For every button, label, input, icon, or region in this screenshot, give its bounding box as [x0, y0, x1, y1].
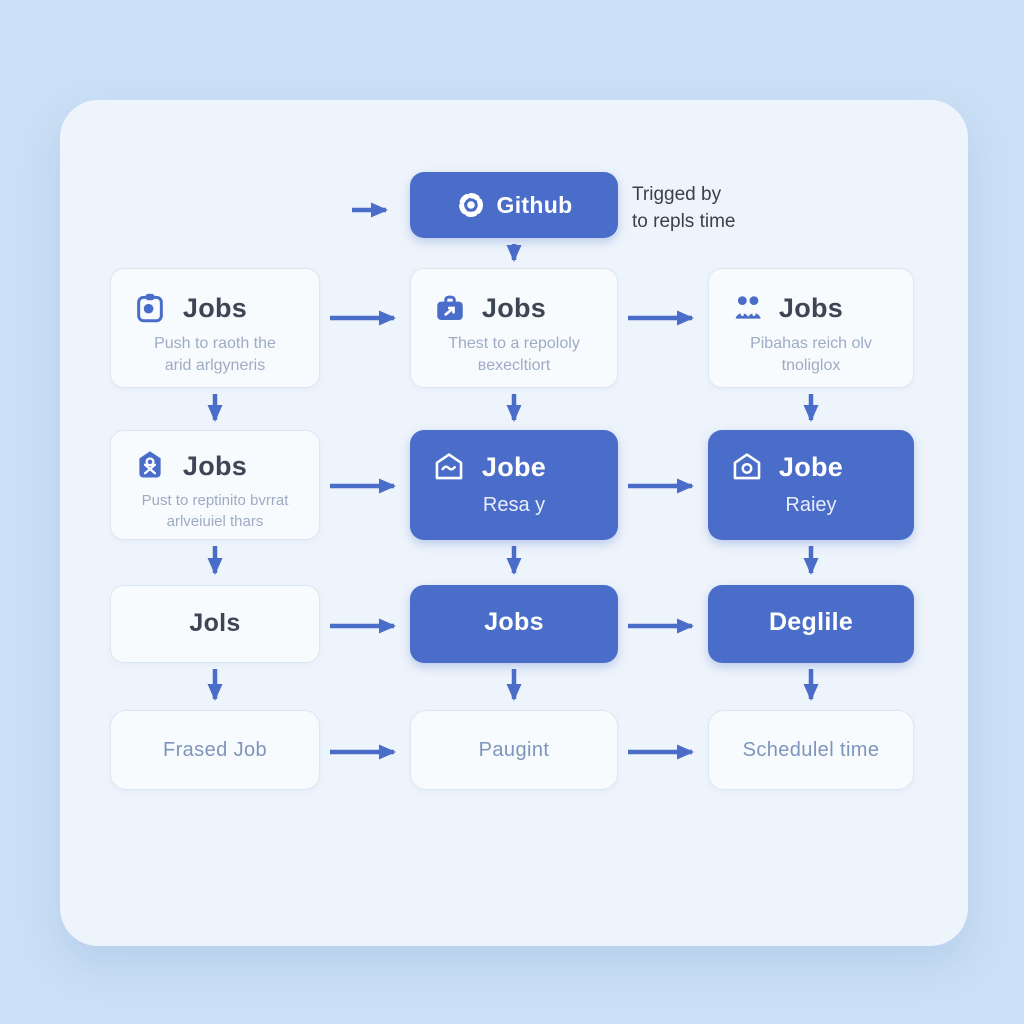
home-circle-icon: [730, 450, 764, 484]
clipboard-icon: [133, 291, 167, 325]
node-jobs-5: Jobs: [410, 585, 618, 663]
node-jobe-1: Jobe Resa y: [410, 430, 618, 540]
node-title: Jols: [189, 609, 241, 637]
node-jols: Jols: [110, 585, 320, 663]
node-jobs-4: Jobs Pust to reptinito bvrrat arlveiuiel…: [110, 430, 320, 540]
node-title: Jobs: [778, 293, 844, 323]
node-subtitle: Push to raoth the arid arlgyneris: [154, 335, 276, 375]
node-frased-job: Frased Job: [110, 710, 320, 790]
node-deglile: Deglile: [708, 585, 914, 663]
briefcase-icon: [433, 291, 467, 325]
github-node-label: Github: [496, 191, 573, 218]
node-label: Frased Job: [162, 738, 268, 761]
node-title: Jobe: [778, 452, 844, 482]
trigger-annotation: Trigged by to repls time: [632, 184, 736, 232]
node-github: Github: [410, 172, 618, 238]
node-title: Jobs: [484, 608, 544, 636]
node-paugint: Paugint: [410, 710, 618, 790]
node-subtitle: Thest to a repololy ʙexecltiort: [448, 335, 580, 375]
person-badge-icon: [133, 447, 167, 481]
node-subtitle: Raiey: [785, 494, 837, 516]
node-schedulel-time: Schedulel time: [708, 710, 914, 790]
node-title: Jobs: [182, 293, 248, 323]
node-title: Jobs: [182, 451, 248, 481]
node-jobs-1: Jobs Push to raoth the arid arlgyneris: [110, 268, 320, 388]
node-label: Schedulel time: [742, 738, 880, 761]
node-title: Jobs: [481, 293, 547, 323]
node-label: Paugint: [478, 738, 550, 761]
home-scribble-icon: [432, 450, 466, 484]
node-jobs-2: Jobs Thest to a repololy ʙexecltiort: [410, 268, 618, 388]
node-jobs-3: Jobs Pibahas reich olv tnoliglox: [708, 268, 914, 388]
node-title: Deglile: [768, 608, 854, 636]
github-gear-icon: [456, 190, 486, 220]
node-subtitle: Pust to reptinito bvrrat arlveiuiel thar…: [141, 492, 289, 530]
users-icon: [731, 291, 765, 325]
node-title: Jobe: [481, 452, 547, 482]
node-jobe-2: Jobe Raiey: [708, 430, 914, 540]
node-subtitle: Resa y: [482, 494, 546, 516]
node-subtitle: Pibahas reich olv tnoliglox: [750, 335, 872, 375]
